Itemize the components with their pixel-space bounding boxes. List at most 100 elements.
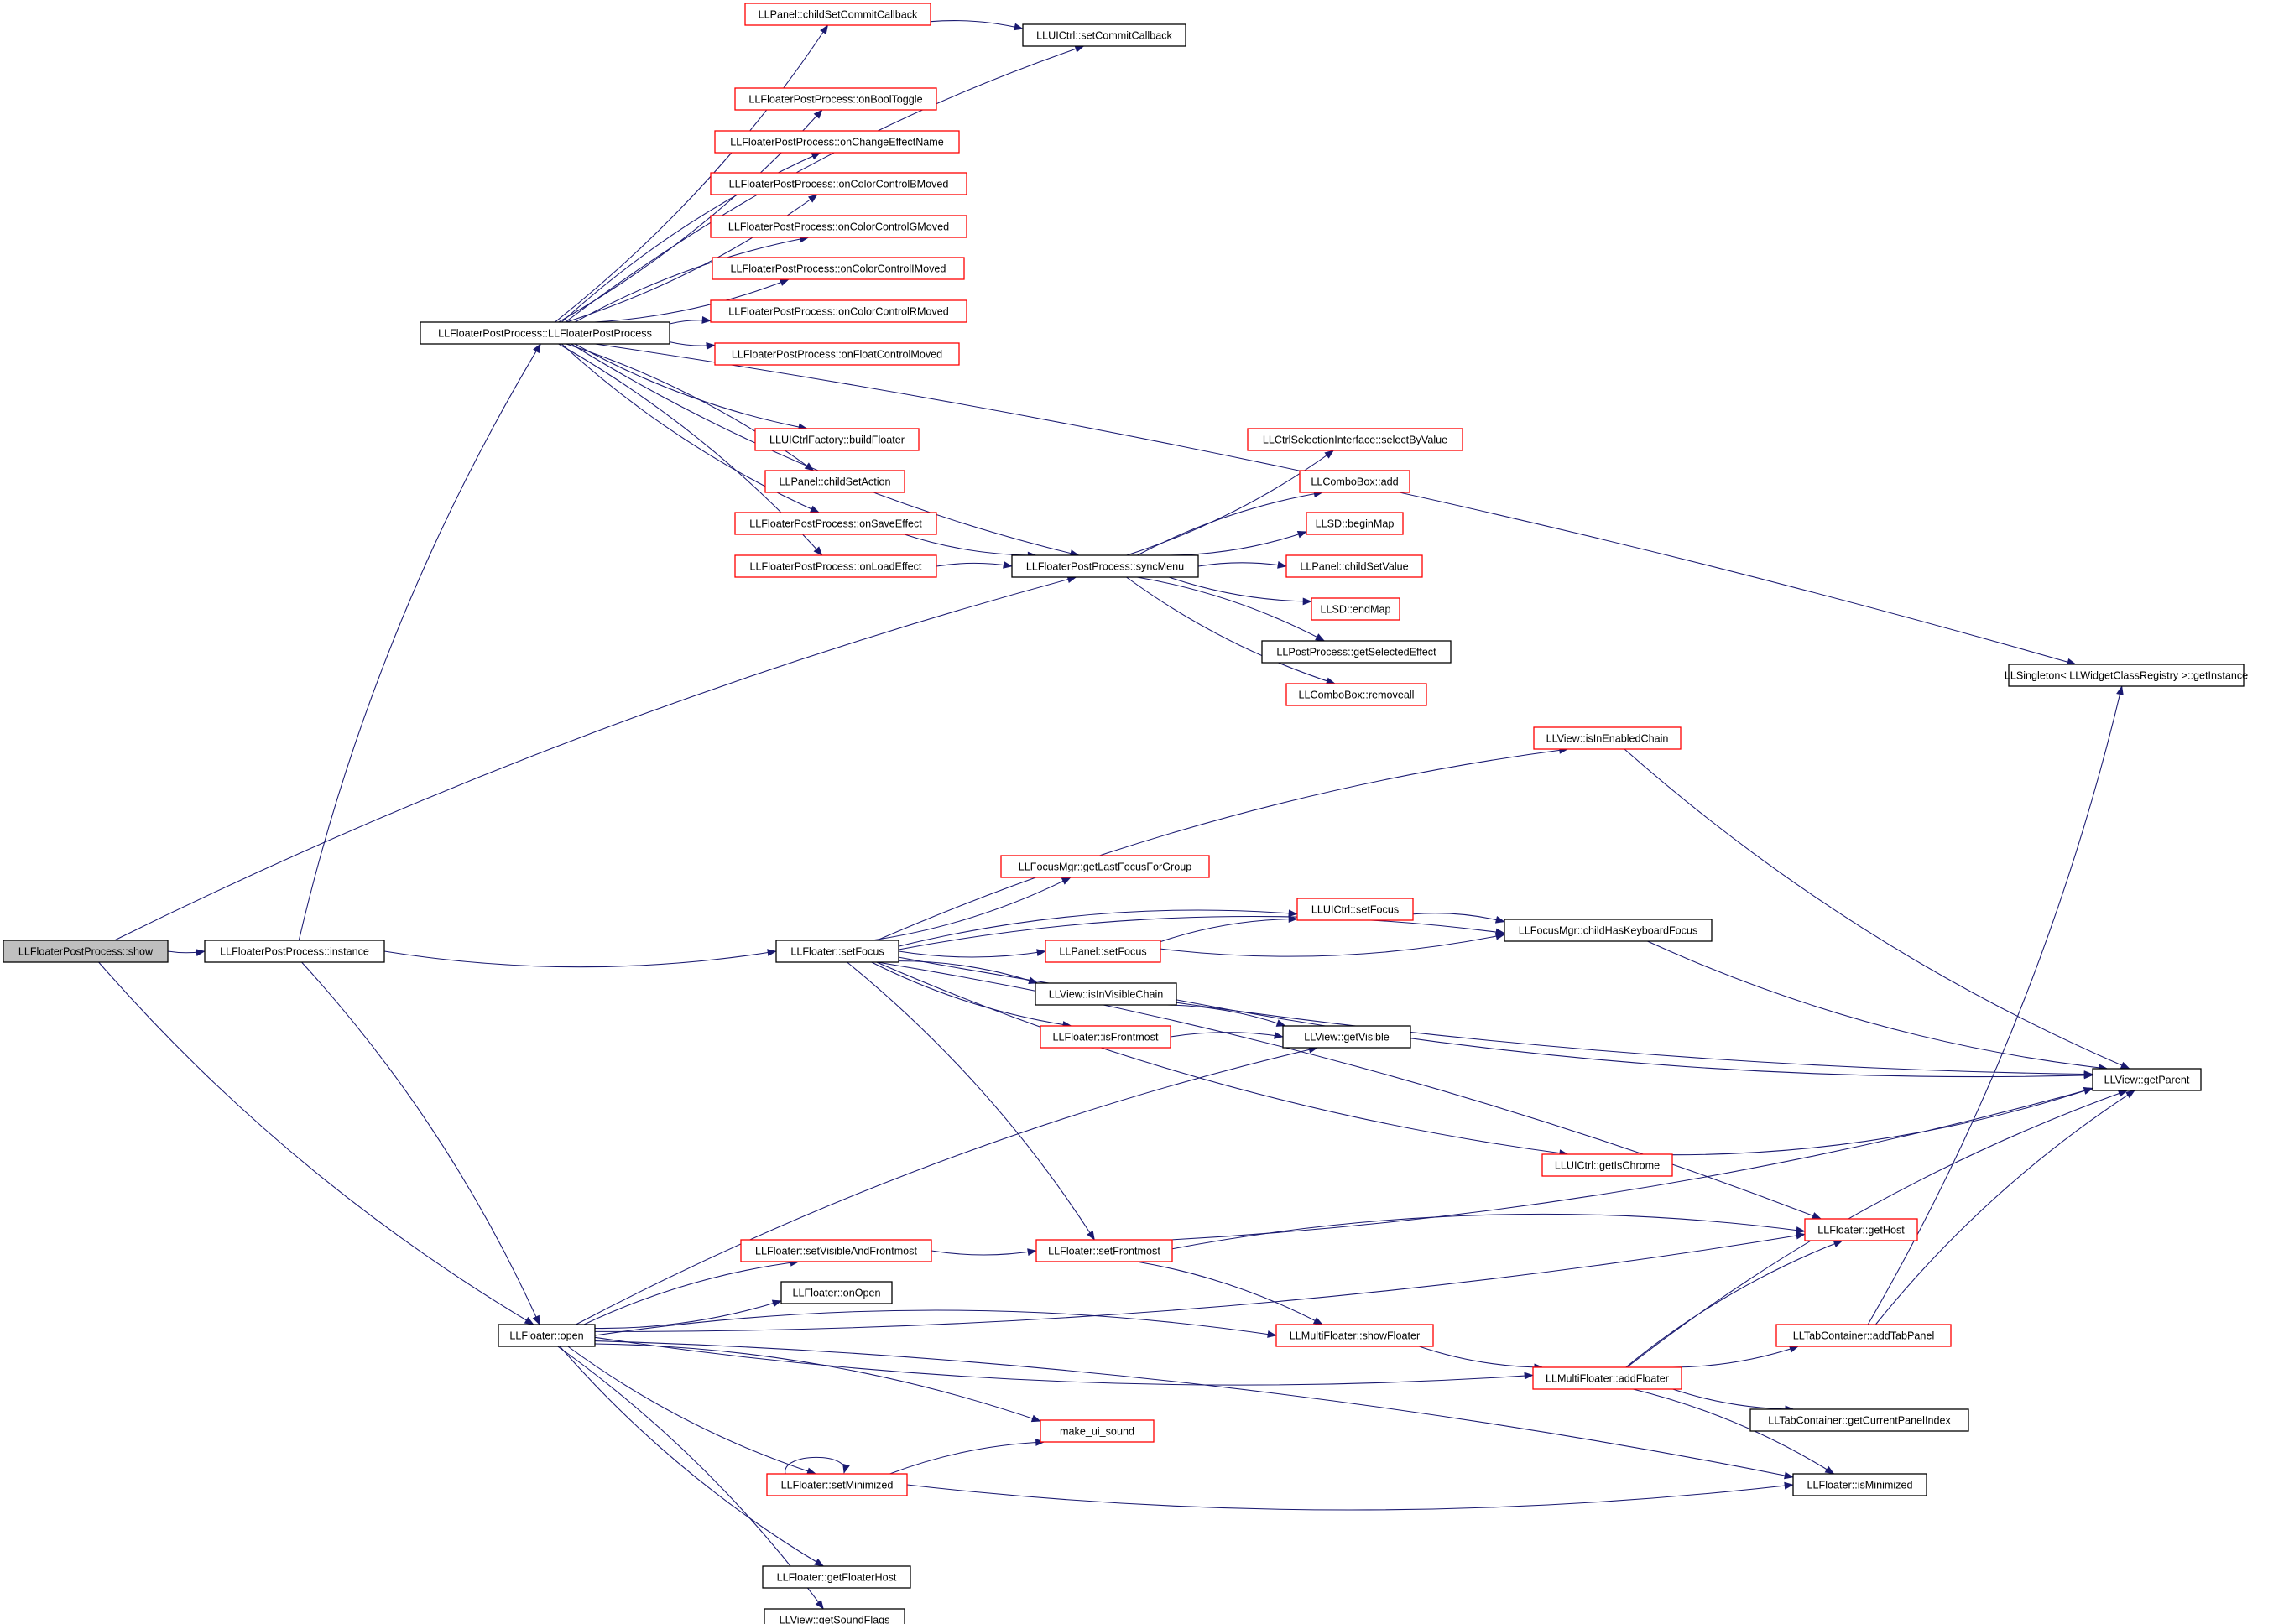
- edge-line: [889, 1441, 1045, 1475]
- node-is-in-visible-chain[interactable]: LLView::isInVisibleChain: [1035, 982, 1177, 1006]
- node-label: LLFloater::getFloaterHost: [777, 1572, 897, 1584]
- node-on-bool-toggle[interactable]: LLFloaterPostProcess::onBoolToggle: [734, 87, 937, 111]
- node-get-is-chrome[interactable]: LLUICtrl::getIsChrome: [1541, 1153, 1673, 1177]
- node-box: [1040, 1419, 1155, 1443]
- arrowhead: [1824, 1465, 1835, 1475]
- node-label: LLPanel::childSetValue: [1300, 561, 1408, 573]
- arrowhead: [196, 949, 206, 957]
- node-box: [762, 1565, 911, 1589]
- node-end-map[interactable]: LLSD::endMap: [1311, 597, 1400, 621]
- node-set-visible-and-frontmost[interactable]: LLFloater::setVisibleAndFrontmost: [740, 1239, 932, 1262]
- edge-line: [1171, 1088, 2093, 1241]
- node-add-floater[interactable]: LLMultiFloater::addFloater: [1532, 1366, 1682, 1390]
- node-label: LLFloaterPostProcess::onFloatControlMove…: [732, 349, 942, 361]
- node-get-floater-host[interactable]: LLFloater::getFloaterHost: [762, 1565, 911, 1589]
- node-get-visible[interactable]: LLView::getVisible: [1282, 1025, 1411, 1049]
- node-begin-map[interactable]: LLSD::beginMap: [1306, 512, 1404, 535]
- node-label: LLView::isInVisibleChain: [1049, 989, 1164, 1001]
- edge-line: [571, 343, 1079, 556]
- node-open[interactable]: LLFloater::open: [498, 1324, 596, 1347]
- edge-open-to-get-host: [594, 1231, 1806, 1332]
- arrowhead: [1302, 597, 1312, 606]
- node-ctor[interactable]: LLFloaterPostProcess::LLFloaterPostProce…: [420, 321, 670, 345]
- arrowhead: [706, 342, 716, 350]
- node-set-commit-callback[interactable]: LLUICtrl::setCommitCallback: [1022, 23, 1186, 47]
- node-uictrl-set-focus[interactable]: LLUICtrl::setFocus: [1296, 898, 1414, 921]
- node-child-set-commit-callback[interactable]: LLPanel::childSetCommitCallback: [744, 3, 931, 26]
- node-label: LLUICtrl::setFocus: [1311, 904, 1399, 916]
- edge-line: [1137, 492, 1323, 556]
- node-set-frontmost[interactable]: LLFloater::setFrontmost: [1035, 1239, 1173, 1262]
- edge-open-to-set-minimized: [567, 1346, 816, 1476]
- node-on-save-effect[interactable]: LLFloaterPostProcess::onSaveEffect: [734, 512, 937, 535]
- node-is-minimized[interactable]: LLFloater::isMinimized: [1792, 1473, 1927, 1496]
- node-show-floater[interactable]: LLMultiFloater::showFloater: [1275, 1324, 1434, 1347]
- node-get-last-focus-for-group[interactable]: LLFocusMgr::getLastFocusForGroup: [1000, 855, 1210, 878]
- node-build-floater[interactable]: LLUICtrlFactory::buildFloater: [754, 428, 920, 451]
- node-on-float-control-moved[interactable]: LLFloaterPostProcess::onFloatControlMove…: [714, 342, 960, 366]
- node-on-color-control-imoved[interactable]: LLFloaterPostProcess::onColorControlIMov…: [712, 257, 965, 280]
- node-removeall[interactable]: LLComboBox::removeall: [1285, 683, 1427, 706]
- node-label: LLComboBox::add: [1311, 476, 1398, 488]
- node-label: LLFocusMgr::getLastFocusForGroup: [1019, 861, 1192, 873]
- node-get-parent[interactable]: LLView::getParent: [2092, 1068, 2202, 1091]
- edge-ctor-to-child-set-commit-callback: [555, 24, 829, 323]
- node-child-has-keyboard-focus[interactable]: LLFocusMgr::childHasKeyboardFocus: [1504, 919, 1713, 942]
- edge-line: [575, 237, 809, 323]
- node-box: [1282, 1025, 1411, 1049]
- node-label: LLFloater::open: [509, 1330, 583, 1342]
- node-label: LLView::getParent: [2104, 1075, 2190, 1086]
- node-combo-add[interactable]: LLComboBox::add: [1299, 470, 1410, 493]
- edge-floater-set-focus-to-uictrl-set-focus: [898, 909, 1298, 947]
- edge-floater-set-focus-to-get-host: [877, 961, 1822, 1220]
- edge-line: [1176, 999, 2093, 1078]
- edge-line: [898, 960, 1038, 984]
- node-floater-set-focus[interactable]: LLFloater::setFocus: [775, 940, 899, 963]
- node-get-sound-flags[interactable]: LLView::getSoundFlags: [764, 1608, 905, 1624]
- node-label: LLFloaterPostProcess::show: [18, 946, 154, 958]
- arrowhead: [701, 316, 712, 324]
- node-get-selected-effect[interactable]: LLPostProcess::getSelectedEffect: [1261, 640, 1452, 664]
- node-on-load-effect[interactable]: LLFloaterPostProcess::onLoadEffect: [734, 554, 937, 578]
- node-label: LLFloaterPostProcess::onColorControlGMov…: [728, 221, 949, 233]
- node-panel-set-focus[interactable]: LLPanel::setFocus: [1045, 940, 1161, 963]
- node-set-minimized[interactable]: LLFloater::setMinimized: [766, 1473, 908, 1496]
- arrowhead: [811, 152, 821, 160]
- node-label: LLFloater::onOpen: [792, 1288, 880, 1299]
- edge-line: [1197, 562, 1287, 567]
- node-is-in-enabled-chain[interactable]: LLView::isInEnabledChain: [1533, 726, 1682, 750]
- arrowhead: [533, 343, 541, 354]
- node-label: LLView::getVisible: [1304, 1032, 1390, 1044]
- node-select-by-value[interactable]: LLCtrlSelectionInterface::selectByValue: [1247, 428, 1463, 451]
- node-box: [204, 940, 385, 963]
- edge-line: [594, 1336, 1534, 1386]
- node-box: [714, 130, 960, 154]
- node-on-change-effect-name[interactable]: LLFloaterPostProcess::onChangeEffectName: [714, 130, 960, 154]
- node-on-color-control-gmoved[interactable]: LLFloaterPostProcess::onColorControlGMov…: [710, 215, 967, 238]
- node-on-color-control-rmoved[interactable]: LLFloaterPostProcess::onColorControlRMov…: [710, 299, 967, 323]
- edge-is-in-enabled-chain-to-get-parent: [1624, 748, 2130, 1070]
- node-make-ui-sound[interactable]: make_ui_sound: [1040, 1419, 1155, 1443]
- node-label: LLTabContainer::addTabPanel: [1793, 1330, 1935, 1342]
- node-label: LLFloater::setFocus: [790, 946, 884, 958]
- node-get-current-panel-index[interactable]: LLTabContainer::getCurrentPanelIndex: [1749, 1408, 1969, 1432]
- edge-floater-set-focus-to-panel-set-focus: [898, 949, 1046, 958]
- node-get-host[interactable]: LLFloater::getHost: [1804, 1218, 1918, 1241]
- node-get-instance[interactable]: LLSingleton< LLWidgetClassRegistry >::ge…: [2005, 664, 2248, 687]
- node-label: LLFloaterPostProcess::onColorControlIMov…: [731, 263, 946, 275]
- node-label: LLSD::beginMap: [1316, 518, 1395, 530]
- node-show[interactable]: LLFloaterPostProcess::show: [3, 940, 169, 963]
- node-is-frontmost[interactable]: LLFloater::isFrontmost: [1040, 1025, 1171, 1049]
- node-box: [710, 299, 967, 323]
- node-instance[interactable]: LLFloaterPostProcess::instance: [204, 940, 385, 963]
- edge-line: [1160, 934, 1505, 957]
- node-label: LLPanel::childSetAction: [779, 476, 890, 488]
- node-child-set-action[interactable]: LLPanel::childSetAction: [764, 470, 905, 493]
- node-child-set-value[interactable]: LLPanel::childSetValue: [1285, 554, 1423, 578]
- node-add-tab-panel[interactable]: LLTabContainer::addTabPanel: [1775, 1324, 1952, 1347]
- node-sync-menu[interactable]: LLFloaterPostProcess::syncMenu: [1011, 554, 1199, 578]
- edge-set-frontmost-to-get-parent: [1171, 1087, 2093, 1241]
- node-label: LLSD::endMap: [1320, 604, 1390, 616]
- node-on-color-control-bmoved[interactable]: LLFloaterPostProcess::onColorControlBMov…: [710, 172, 967, 195]
- node-on-open[interactable]: LLFloater::onOpen: [780, 1281, 893, 1304]
